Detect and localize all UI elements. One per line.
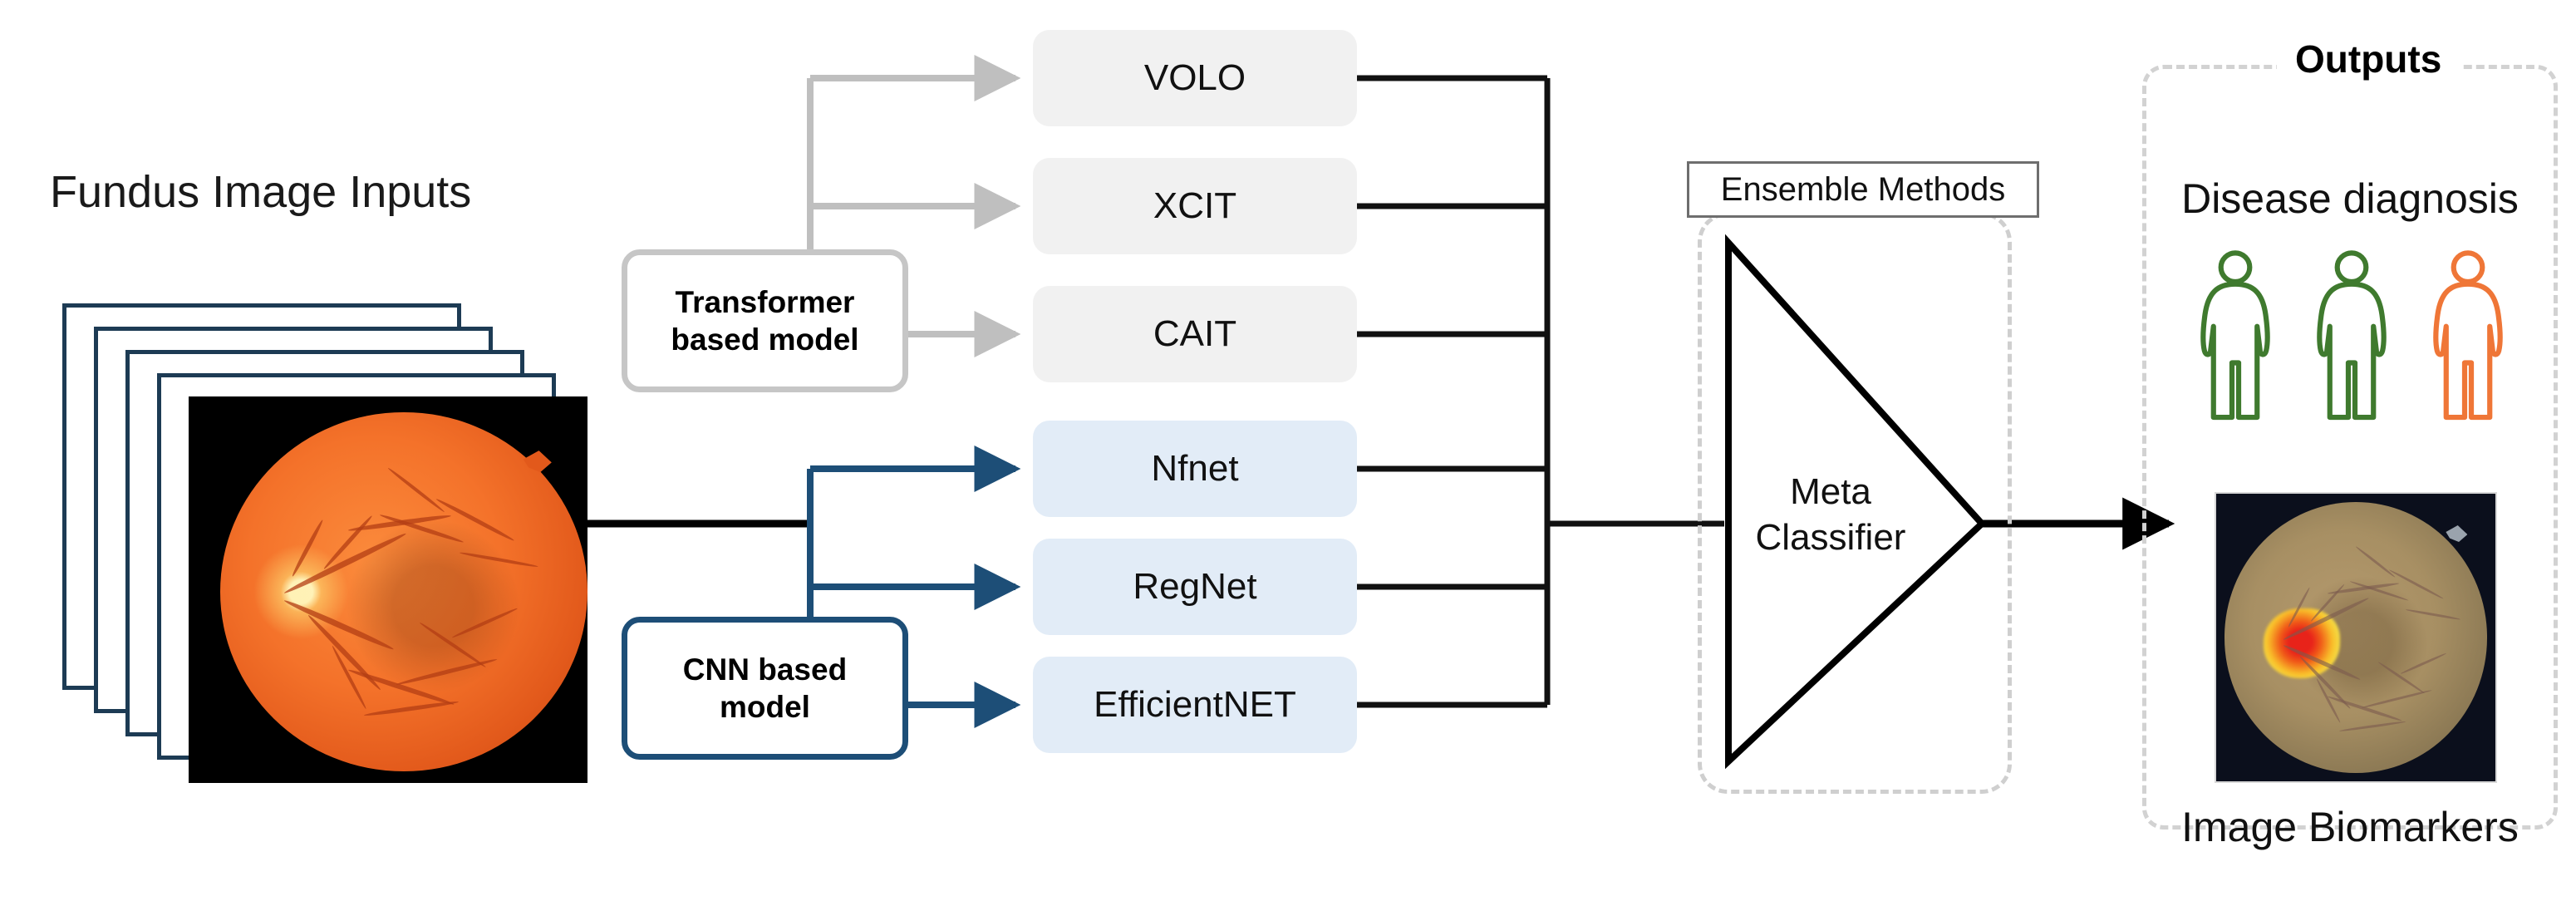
- model-box-xcit[interactable]: XCIT: [1033, 158, 1357, 254]
- ensemble-methods-label: Ensemble Methods: [1687, 161, 2039, 218]
- disease-diagnosis-label: Disease diagnosis: [2181, 175, 2519, 222]
- meta-classifier-line1: Meta: [1790, 471, 1871, 512]
- category-label-line1: CNN based: [682, 652, 848, 687]
- page-title: Fundus Image Inputs: [50, 167, 472, 217]
- category-label-line2: model: [720, 690, 810, 724]
- image-biomarkers-label: Image Biomarkers: [2181, 804, 2519, 850]
- model-box-volo[interactable]: VOLO: [1033, 30, 1357, 126]
- person-icon: [2317, 250, 2387, 421]
- category-cnn-based-model[interactable]: CNN based model: [622, 617, 908, 760]
- model-box-cait[interactable]: CAIT: [1033, 286, 1357, 382]
- outputs-title: Outputs: [2277, 37, 2460, 81]
- category-label-line2: based model: [671, 322, 859, 357]
- people-icon-group: [2177, 248, 2526, 431]
- category-transformer-based-model[interactable]: Transformer based model: [622, 249, 908, 392]
- model-box-regnet[interactable]: RegNet: [1033, 539, 1357, 635]
- meta-classifier-line2: Classifier: [1755, 517, 1906, 558]
- fundus-input-stack: [62, 303, 587, 794]
- person-icon: [2433, 250, 2503, 421]
- model-box-efficientnet[interactable]: EfficientNET: [1033, 657, 1357, 753]
- wire-output-bus: [1357, 75, 1724, 708]
- fundus-photograph-color: [189, 396, 587, 783]
- meta-classifier-label: Meta Classifier: [1735, 469, 1926, 560]
- person-icon: [2200, 250, 2270, 421]
- fundus-heatmap-overlay: [2215, 492, 2497, 783]
- category-label-line1: Transformer: [675, 284, 855, 319]
- model-box-nfnet[interactable]: Nfnet: [1033, 421, 1357, 517]
